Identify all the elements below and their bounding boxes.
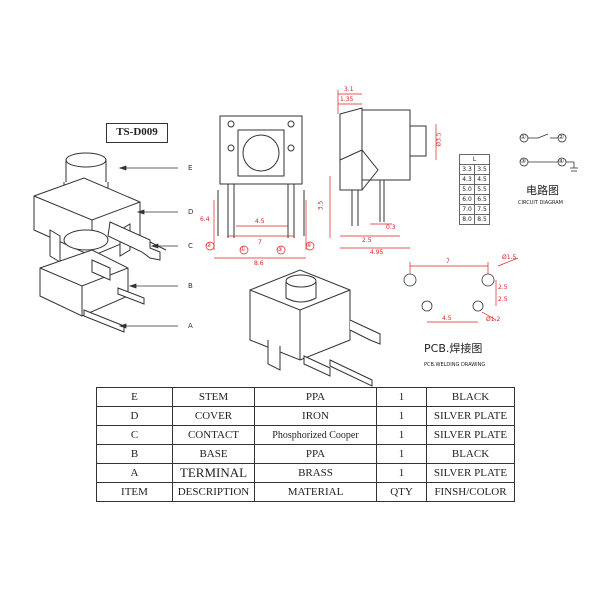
bom-cell: Phosphorized Cooper	[254, 425, 377, 445]
bom-cell: SILVER PLATE	[426, 425, 515, 445]
front-view	[217, 115, 305, 238]
l-table-cell: 3.3	[459, 164, 475, 175]
model-number: TS-D009	[106, 123, 168, 143]
callout-b: B	[188, 282, 193, 290]
l-table-cell: 7.0	[459, 204, 475, 215]
side-dim-2-5: 2.5	[362, 237, 372, 244]
pcb-dim-7: 7	[446, 258, 450, 265]
pcb-title-cn: PCB.焊接图	[424, 342, 483, 355]
side-view	[339, 107, 427, 226]
callout-c: C	[188, 242, 193, 250]
side-dim-1-35: 1.35	[340, 96, 354, 103]
callout-e: E	[188, 164, 193, 172]
side-dim-4-95: 4.95	[370, 249, 384, 256]
bom-cell: 1	[376, 444, 427, 464]
bom-cell: 1	[376, 425, 427, 445]
front-pin-1: ①	[240, 246, 246, 253]
circuit-title-en: CIRCUIT DIAGRAM	[518, 200, 563, 206]
l-table-cell: 3.5	[474, 164, 490, 175]
front-pin-3: ③	[277, 246, 283, 253]
callout-d: D	[188, 208, 194, 216]
front-dim-8-6: 8.6	[254, 260, 264, 267]
bom-header-cell: FINSH/COLOR	[426, 482, 515, 502]
bom-header-cell: QTY	[376, 482, 427, 502]
bom-cell: CONTACT	[172, 425, 255, 445]
circuit-pin-3: ③	[520, 157, 527, 165]
side-dim-3-5: 3.5	[317, 200, 325, 211]
bom-header-cell: MATERIAL	[254, 482, 377, 502]
pcb-title-en: PCB.WELDING DRAWING	[424, 362, 486, 368]
bom-cell: E	[96, 387, 173, 407]
bom-cell: PPA	[254, 387, 377, 407]
bom-cell: 1	[376, 387, 427, 407]
bom-cell: D	[96, 406, 173, 426]
circuit-pin-1: ①	[520, 133, 527, 141]
side-dim-dia-3-5: Ø3.5	[435, 132, 443, 147]
assembled-view	[249, 269, 381, 387]
callout-a: A	[188, 322, 193, 330]
bom-cell: A	[96, 463, 173, 483]
callout-leaders	[118, 165, 178, 329]
bom-cell: SILVER PLATE	[426, 463, 515, 483]
bom-header-cell: ITEM	[96, 482, 173, 502]
l-table-cell: 8.5	[474, 214, 490, 225]
front-dims	[205, 200, 315, 259]
pcb-dim-2-5a: 2.5	[498, 284, 508, 291]
bom-cell: C	[96, 425, 173, 445]
front-dim-4-5: 4.5	[255, 218, 265, 225]
bom-cell: COVER	[172, 406, 255, 426]
l-table-cell: 6.0	[459, 194, 475, 205]
l-table-header: L	[459, 154, 490, 165]
circuit-pin-2: ②	[558, 133, 565, 141]
l-table-cell: 5.0	[459, 184, 475, 195]
bom-cell: BASE	[172, 444, 255, 464]
bom-cell: TERMINAL	[172, 463, 255, 483]
bom-cell: SILVER PLATE	[426, 406, 515, 426]
side-dims	[329, 90, 437, 249]
side-dim-0-3: 0.3	[386, 224, 396, 231]
pcb-dim-2-5b: 2.5	[498, 296, 508, 303]
bom-cell: IRON	[254, 406, 377, 426]
l-table-cell: 4.3	[459, 174, 475, 185]
pcb-drawing	[403, 257, 519, 323]
pcb-dim-dia-1-2: Ø1.2	[486, 316, 501, 323]
bom-cell: 1	[376, 463, 427, 483]
bom-cell: STEM	[172, 387, 255, 407]
exploded-view	[33, 152, 167, 333]
bom-cell: BRASS	[254, 463, 377, 483]
l-table-cell: 7.5	[474, 204, 490, 215]
bom-cell: B	[96, 444, 173, 464]
side-dim-3-1: 3.1	[344, 86, 354, 93]
front-pin-2: ②	[206, 242, 212, 249]
front-pin-4: ④	[306, 242, 312, 249]
front-dim-7: 7	[258, 239, 262, 246]
bom-cell: BLACK	[426, 387, 515, 407]
circuit-title-cn: 电路图	[526, 184, 559, 197]
bom-cell: PPA	[254, 444, 377, 464]
front-dim-6-4: 6.4	[200, 216, 210, 223]
circuit-pin-4: ④	[558, 157, 565, 165]
l-table-cell: 4.5	[474, 174, 490, 185]
l-table-cell: 5.5	[474, 184, 490, 195]
bom-cell: 1	[376, 406, 427, 426]
l-table-cell: 8.0	[459, 214, 475, 225]
bom-cell: BLACK	[426, 444, 515, 464]
l-table-cell: 6.5	[474, 194, 490, 205]
bom-header-cell: DESCRIPTION	[172, 482, 255, 502]
pcb-dim-dia-1-5: Ø1.5	[502, 254, 517, 261]
pcb-dim-4-5: 4.5	[442, 315, 452, 322]
circuit-diagram	[519, 133, 578, 172]
